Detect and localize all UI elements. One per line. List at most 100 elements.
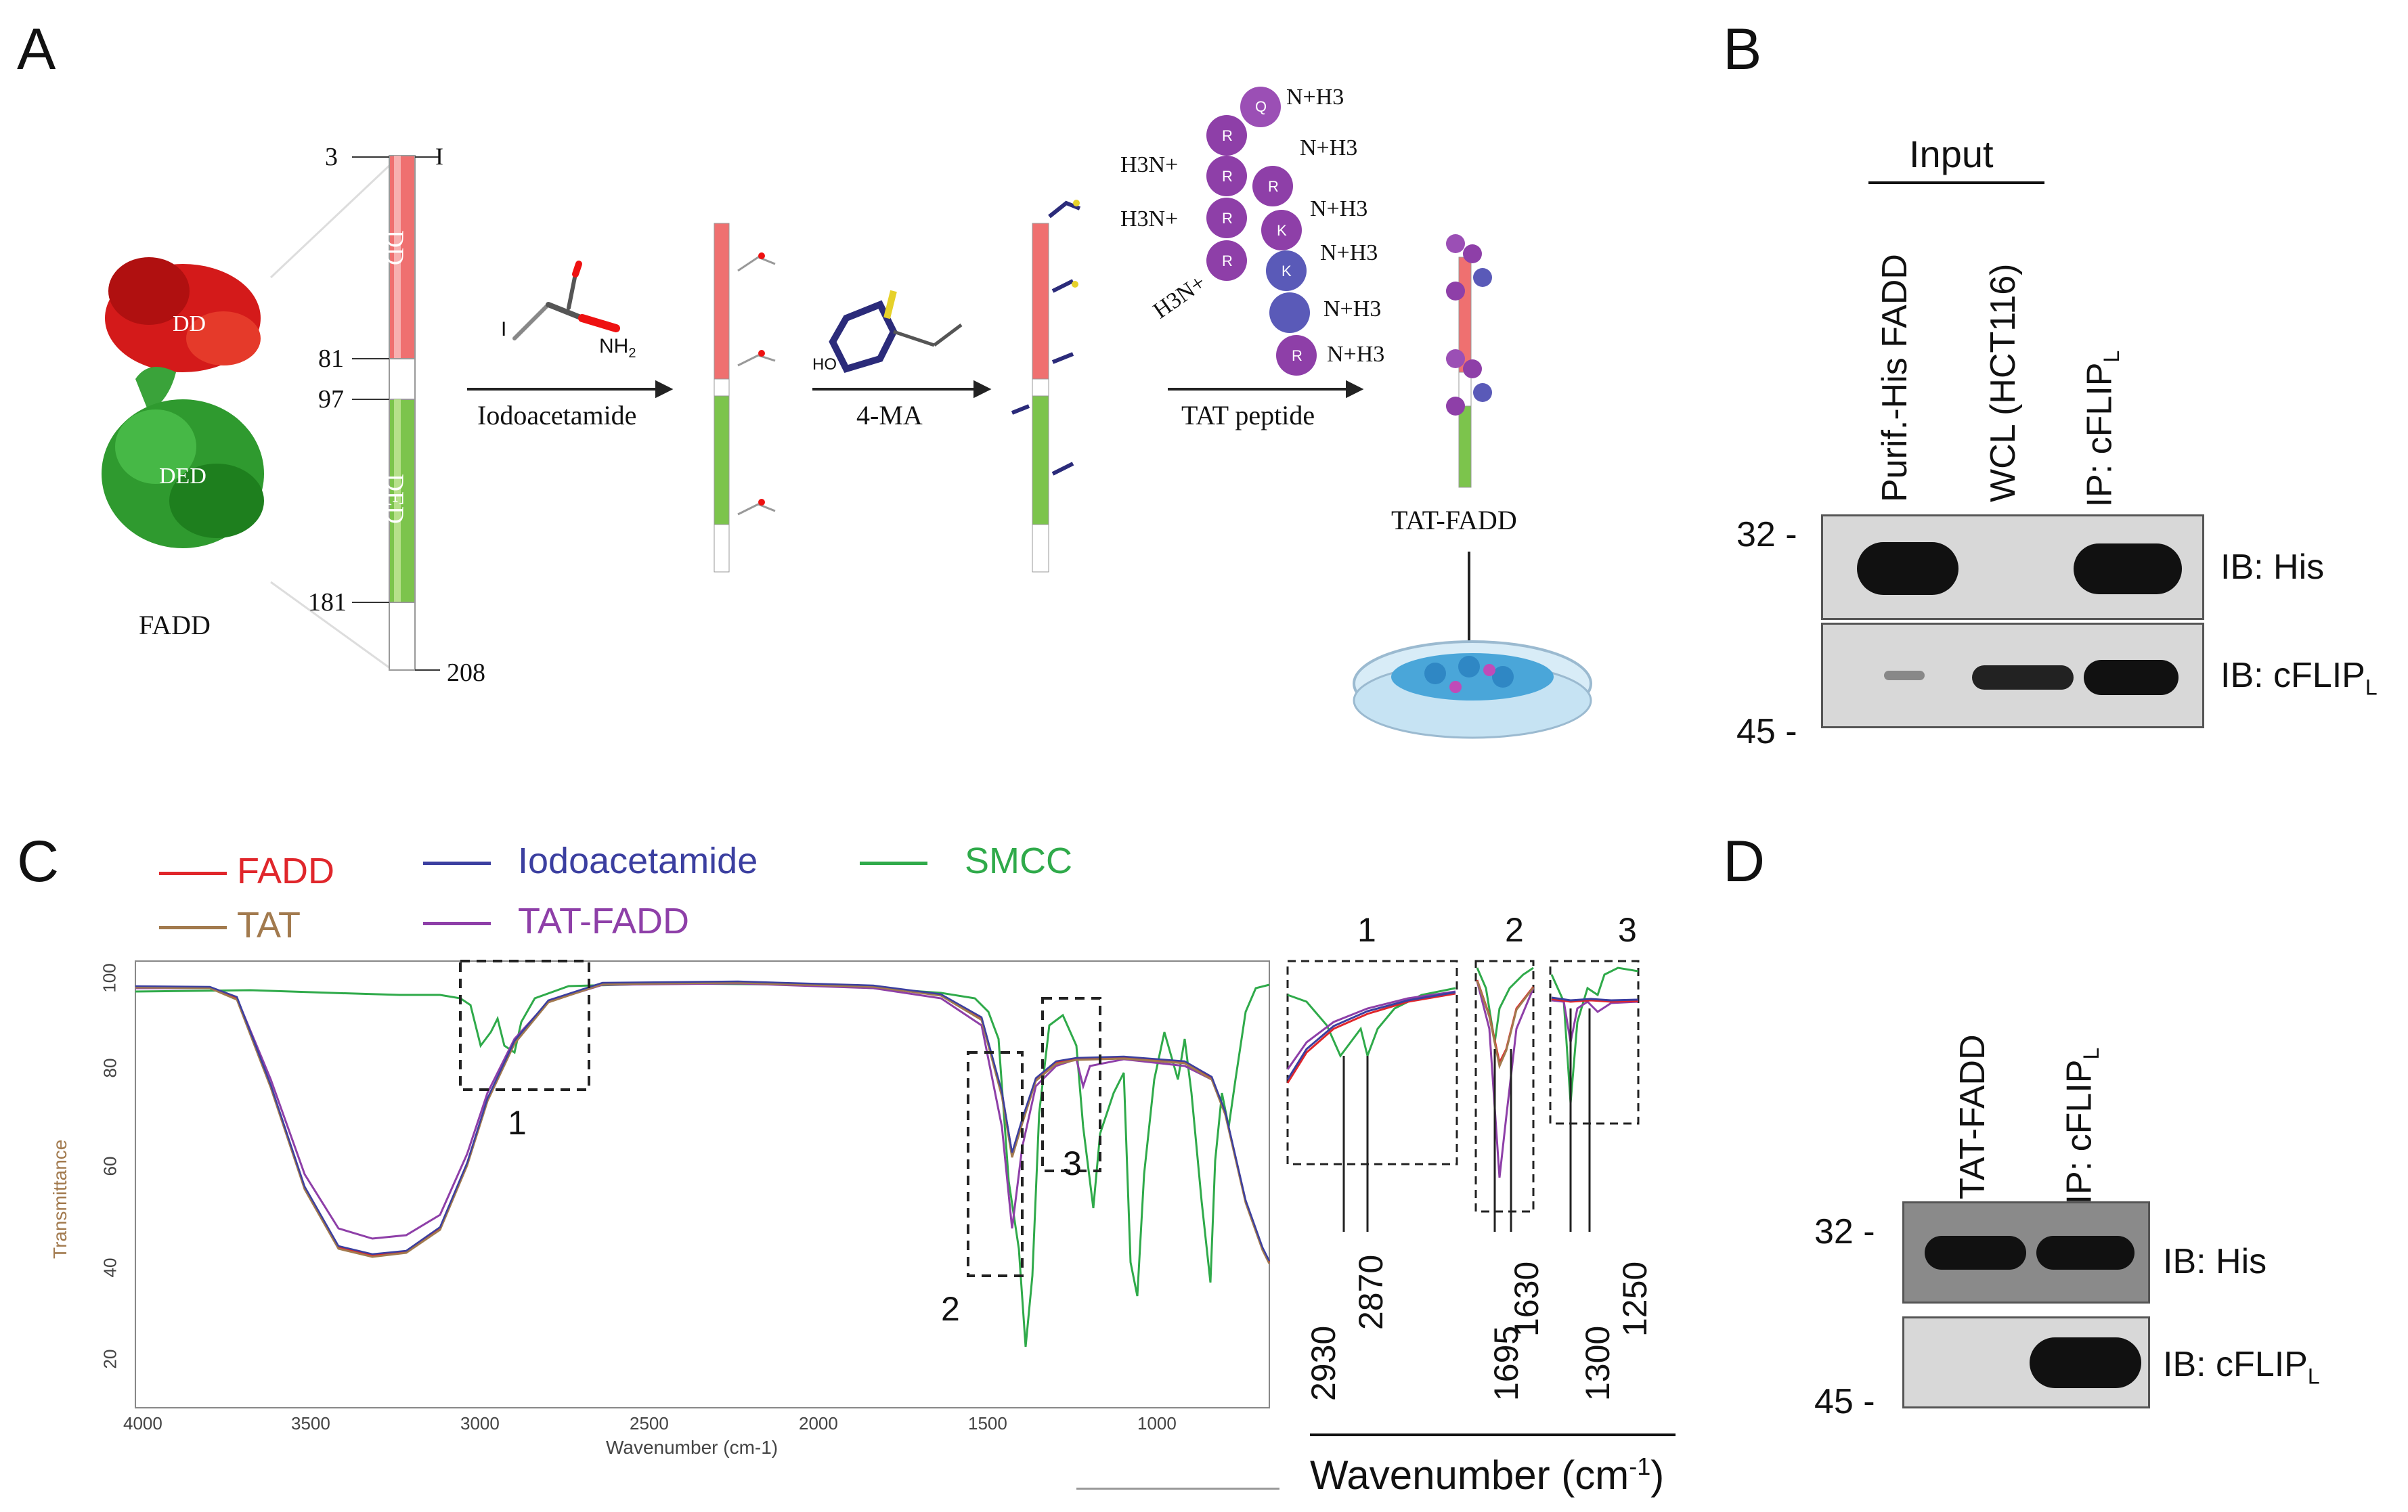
- bar-ded-label: DED: [382, 474, 409, 524]
- big-xlabel-close: ): [1650, 1452, 1665, 1498]
- iodo-nh-label: NH: [599, 335, 629, 357]
- 4ma-ho-label: HO: [812, 355, 837, 374]
- fadd-protein-label: FADD: [139, 610, 211, 640]
- inset3-tatfadd: [1551, 999, 1639, 1043]
- iodoacetamide-trace: [135, 980, 1271, 1262]
- band-b-his-1: [1857, 542, 1958, 595]
- zoom-box-label-1: 1: [508, 1104, 527, 1142]
- xlabel-underline: [1076, 1488, 1279, 1490]
- zoom-box-2: [967, 1051, 1024, 1277]
- inset2-tat: [1476, 980, 1535, 1069]
- xtick-2500: 2500: [630, 1413, 669, 1433]
- panel-c-letter: C: [17, 829, 60, 894]
- legend-smcc-swatch: [860, 862, 927, 865]
- panel-b-lane-3-text: IP: cFLIP: [2080, 362, 2120, 508]
- ytick-20: 20: [100, 1349, 121, 1369]
- inset-box-3: [1549, 960, 1640, 1125]
- iodo-nh-subscript: 2: [628, 346, 636, 361]
- plot-frame: [135, 960, 1270, 1408]
- band-b-cflip-2: [1972, 665, 2074, 690]
- peak-2870: 2870: [1352, 1254, 1390, 1330]
- band-d-his-1: [1925, 1236, 2026, 1270]
- legend-fadd-label: FADD: [237, 851, 335, 891]
- ytick-80: 80: [100, 1058, 121, 1078]
- panel-d-blot-his: [1902, 1201, 2150, 1304]
- xtick-3000: 3000: [460, 1413, 500, 1433]
- iodo-atom-label: I: [501, 318, 507, 340]
- reagent-4-ma: 4-MA: [856, 400, 923, 430]
- band-b-cflip-3: [2084, 660, 2179, 695]
- band-b-his-3: [2074, 543, 2182, 594]
- tat-residue-5: R: [1222, 252, 1233, 269]
- xtick-2000: 2000: [799, 1413, 838, 1433]
- legend-fadd-swatch: [159, 872, 227, 875]
- tat-residue-7: K: [1277, 222, 1287, 239]
- zoom-box-label-2: 2: [941, 1290, 960, 1328]
- tat-residue-8: K: [1282, 263, 1292, 280]
- inset-box-1: [1286, 960, 1458, 1165]
- tat-group-right-3: N+H3: [1310, 196, 1368, 221]
- tat-peptide-chain: [1206, 87, 1317, 376]
- panel-d-letter: D: [1723, 829, 1766, 894]
- legend-iodoacetamide-label: Iodoacetamide: [518, 841, 758, 881]
- legend-tat-swatch: [159, 926, 227, 929]
- panel-b-blot-cflip: [1821, 623, 2204, 728]
- tat-residue-3: R: [1222, 168, 1233, 185]
- peak-marker-lines: [1342, 1008, 1591, 1232]
- domain-dd-label: DD: [173, 311, 206, 336]
- tat-trace: [135, 981, 1271, 1264]
- zoom-box-3: [1041, 997, 1101, 1172]
- iodo-nh2-label: NH2: [599, 335, 636, 361]
- legend-tat-fadd-swatch: [423, 922, 491, 925]
- panel-b-mw-45: 45 -: [1736, 712, 1797, 751]
- panel-d-ib-cflip: IB: cFLIPL: [2163, 1347, 2320, 1387]
- xtick-3500: 3500: [291, 1413, 330, 1433]
- ytick-40: 40: [100, 1258, 121, 1278]
- tat-group-right-2: N+H3: [1300, 135, 1358, 160]
- tat-group-right-1: N+H3: [1286, 85, 1344, 110]
- inset2-smcc: [1476, 966, 1534, 1043]
- ytick-60: 60: [100, 1156, 121, 1176]
- bar-top-label: I: [435, 143, 443, 170]
- tat-residue-2: R: [1222, 127, 1233, 144]
- inset1-fadd: [1286, 992, 1456, 1084]
- inset-label-3: 3: [1618, 911, 1637, 949]
- zoom-box-label-3: 3: [1063, 1144, 1082, 1182]
- panel-a-scheme: [102, 87, 1592, 739]
- legend-iodoacetamide-swatch: [423, 862, 491, 865]
- band-b-cflip-1: [1884, 671, 1925, 680]
- input-label: Input: [1909, 133, 1994, 175]
- legend-smcc-label: SMCC: [965, 841, 1072, 881]
- big-xlabel-text: Wavenumber (cm: [1310, 1452, 1629, 1498]
- ylabel-transmittance: Transmittance: [49, 1139, 70, 1259]
- tat-fadd-trace: [135, 982, 1271, 1263]
- inset2-tatfadd: [1476, 981, 1535, 1178]
- input-bracket-line: [1868, 181, 2044, 184]
- inset1-tatfadd: [1286, 990, 1456, 1070]
- panel-d-ib-cflip-sub: L: [2307, 1364, 2320, 1389]
- intermediate-bar-2: [1011, 200, 1081, 573]
- inset3-fadd: [1551, 998, 1639, 1003]
- panel-d-ib-his: IB: His: [2163, 1242, 2267, 1281]
- panel-d-ib-cflip-text: IB: cFLIP: [2163, 1345, 2308, 1384]
- product-bar: [1446, 234, 1492, 488]
- inset-label-2: 2: [1505, 911, 1524, 949]
- legend-tat-fadd-label: TAT-FADD: [518, 901, 689, 941]
- ytick-100: 100: [99, 963, 120, 993]
- inset-spectra: [1286, 960, 1640, 1232]
- domain-ded-label: DED: [159, 464, 206, 489]
- fadd-domain-bar: [352, 155, 440, 671]
- panel-b-ib-cflip: IB: cFLIPL: [2220, 658, 2378, 698]
- tat-group-left-2: H3N+: [1120, 206, 1179, 231]
- xtick-1000: 1000: [1137, 1413, 1177, 1433]
- panel-b-letter: B: [1723, 17, 1762, 82]
- bar-dd-label: DD: [382, 230, 409, 265]
- panel-b-ib-cflip-text: IB: cFLIP: [2220, 656, 2365, 695]
- panel-b-lane-3-sub: L: [2099, 350, 2124, 363]
- peak-2930: 2930: [1305, 1325, 1342, 1401]
- tat-residue-9: R: [1292, 347, 1302, 364]
- tat-group-right-6: N+H3: [1327, 342, 1385, 367]
- inset1-iodo: [1286, 991, 1456, 1080]
- panel-b-ib-cflip-sub: L: [2365, 675, 2378, 700]
- panel-a-letter: A: [17, 17, 56, 82]
